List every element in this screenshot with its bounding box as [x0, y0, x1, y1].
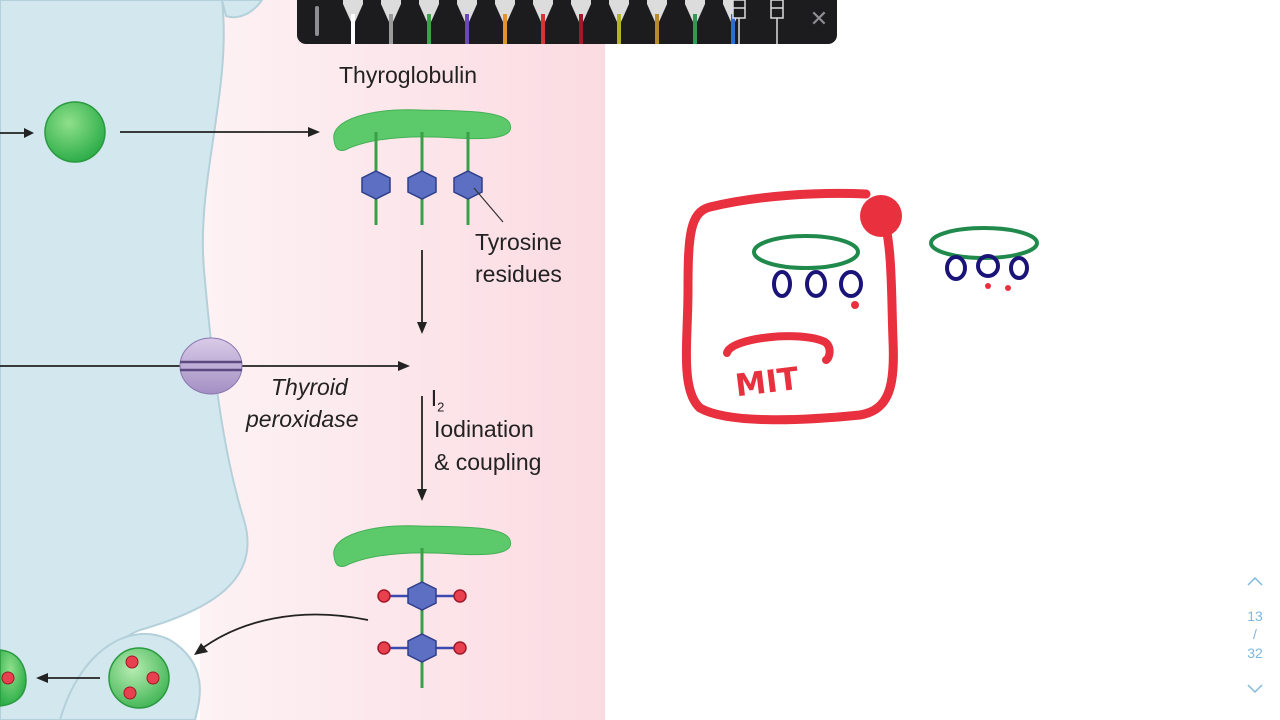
iodinated-tyrosines [407, 581, 437, 663]
page-separator: / [1253, 626, 1257, 642]
pen-white-tool[interactable] [339, 0, 367, 44]
pen-orange-color-swatch [503, 14, 507, 44]
tyrosine-hexagons [361, 170, 483, 200]
arrow-head [417, 489, 427, 501]
mit-handwritten-label: MIT [733, 361, 800, 404]
arrow-head [308, 127, 320, 137]
colloid-background [200, 0, 605, 720]
green-thyroglobulin-sketch-2 [929, 226, 1039, 260]
pen-darkgreen-tool[interactable] [681, 0, 709, 44]
thyroid-diagram [0, 0, 605, 720]
cell-corner-notch [220, 0, 264, 19]
arrow-head [417, 322, 427, 334]
tyrosine-label-line1: Tyrosine [475, 229, 562, 255]
chevron-up-icon [1247, 576, 1263, 586]
handwritten-annotations[interactable]: MIT [681, 188, 1039, 425]
pen-brown-color-swatch [655, 14, 659, 44]
thyroglobulin-vesicle [44, 101, 106, 163]
green-thyroglobulin-sketch-1 [752, 234, 860, 270]
highlighter-tool-2[interactable] [765, 0, 789, 44]
pen-olive-tool[interactable] [605, 0, 633, 44]
pen-olive-color-swatch [617, 14, 621, 44]
pen-darkred-color-swatch [579, 14, 583, 44]
pen-orange-tool[interactable] [491, 0, 519, 44]
pen-darkgreen-color-swatch [693, 14, 697, 44]
pen-gray-tool[interactable] [377, 0, 405, 44]
page-up-button[interactable] [1245, 574, 1265, 588]
navy-tyrosine-sketch-2 [945, 254, 1029, 281]
red-iodine-dot [851, 301, 859, 309]
page-current: 13 [1247, 608, 1263, 624]
pen-green-color-swatch [427, 14, 431, 44]
iodine-symbol: I [430, 385, 438, 411]
pen-green-tool[interactable] [415, 0, 443, 44]
toolbar-grip[interactable] [315, 6, 319, 36]
pen-white-color-swatch [351, 14, 355, 44]
pen-red-color-swatch [541, 14, 545, 44]
thyroid-peroxidase-line2: peroxidase [246, 406, 359, 432]
red-iodine-dot [1005, 285, 1011, 291]
pendrin-channel [179, 337, 243, 395]
navy-tyrosine-sketch-1 [772, 270, 863, 298]
tyrosine-pointer-line [473, 187, 504, 223]
iodine-subscript: 2 [437, 399, 445, 415]
close-icon: ✕ [809, 6, 829, 31]
red-iodine-dot [985, 283, 991, 289]
pen-gray-color-swatch [389, 14, 393, 44]
red-outline-box [681, 188, 898, 425]
red-pen-dot [860, 195, 902, 237]
pen-brown-tool[interactable] [643, 0, 671, 44]
highlighter-tool-1[interactable] [727, 0, 751, 44]
arrow-head [24, 128, 34, 138]
thyroglobulin-label: Thyroglobulin [339, 62, 478, 88]
arrow-head [398, 361, 410, 371]
chevron-down-icon [1247, 684, 1263, 694]
pen-purple-color-swatch [465, 14, 469, 44]
thyroglobulin-protein-bottom [333, 525, 512, 567]
iodination-label-line1: Iodination [434, 416, 534, 442]
pen-red-tool[interactable] [529, 0, 557, 44]
pen-toolbar[interactable] [297, 0, 837, 44]
iodination-label-line2: & coupling [434, 449, 542, 475]
page-down-button[interactable] [1245, 682, 1265, 696]
left-droplet-iodine [1, 671, 15, 685]
tyrosine-label-line2: residues [475, 261, 562, 287]
arrow-head [36, 673, 48, 683]
thyroglobulin-protein-top [333, 109, 512, 151]
colloid-droplet [108, 647, 170, 709]
pen-darkred-tool[interactable] [567, 0, 595, 44]
page-total: 32 [1247, 645, 1263, 661]
thyroid-peroxidase-line1: Thyroid [271, 374, 348, 400]
iodine-atoms [377, 589, 467, 655]
arrow-head [194, 643, 208, 655]
red-thyroglobulin-sketch [723, 332, 834, 364]
pen-blue-color-swatch [731, 14, 735, 44]
pen-purple-tool[interactable] [453, 0, 481, 44]
droplet-iodine-atoms [123, 655, 160, 700]
iodine-i2-label: I2 [418, 350, 445, 424]
endocytosis-arrow [199, 613, 369, 651]
close-toolbar-button[interactable]: ✕ [806, 6, 832, 32]
